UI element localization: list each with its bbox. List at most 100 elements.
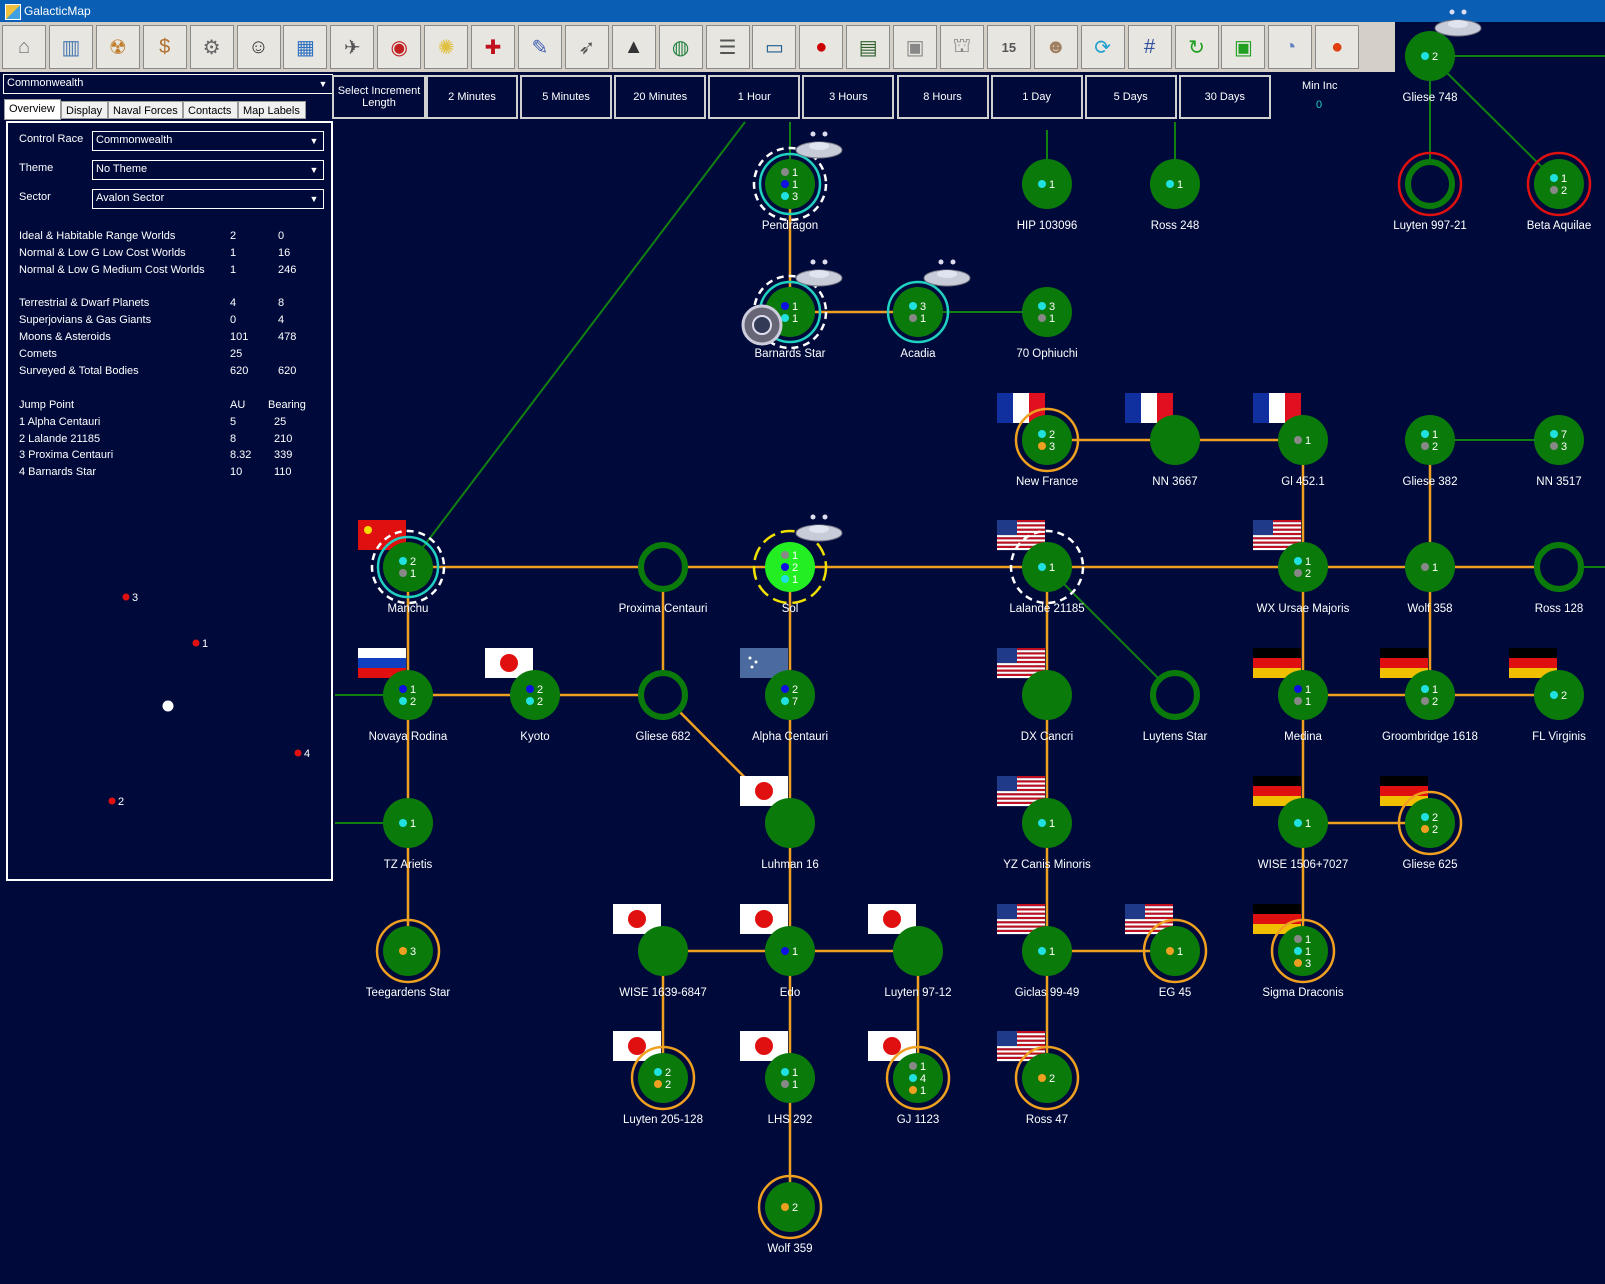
tab-naval-forces[interactable]: Naval Forces: [108, 101, 183, 119]
star-node[interactable]: [765, 926, 815, 976]
radar-button[interactable]: ◉: [377, 25, 422, 69]
jump-point-marker[interactable]: [294, 749, 302, 757]
star-node[interactable]: [765, 798, 815, 848]
fleet-ship-icon[interactable]: [795, 514, 843, 542]
star-node[interactable]: [1405, 415, 1455, 465]
star-node[interactable]: [893, 1053, 943, 1103]
star-node[interactable]: [1534, 159, 1584, 209]
star-node[interactable]: [1022, 287, 1072, 337]
star-node[interactable]: [638, 670, 688, 720]
globe-button[interactable]: ◍: [658, 25, 703, 69]
turret-button[interactable]: ▲: [611, 25, 656, 69]
star-node[interactable]: [1405, 542, 1455, 592]
star-node[interactable]: [1278, 670, 1328, 720]
star-system[interactable]: 1YZ Canis Minoris: [997, 776, 1091, 871]
star-node[interactable]: [1022, 415, 1072, 465]
red-button-button[interactable]: ●: [1315, 25, 1360, 69]
grid-button[interactable]: #: [1127, 25, 1172, 69]
star-node[interactable]: [1278, 926, 1328, 976]
increment-button-2-minutes[interactable]: 2 Minutes: [426, 75, 518, 119]
star-node[interactable]: [1022, 926, 1072, 976]
star-node[interactable]: [1022, 670, 1072, 720]
save-button[interactable]: ▣: [1221, 25, 1266, 69]
star-node[interactable]: [765, 1053, 815, 1103]
money-bag-button[interactable]: $: [142, 25, 187, 69]
tab-overview[interactable]: Overview: [4, 99, 61, 120]
star-node[interactable]: [383, 926, 433, 976]
solar-system-button[interactable]: ✺: [424, 25, 469, 69]
fleet-ship-icon[interactable]: [1434, 9, 1482, 37]
undo-button[interactable]: ↻: [1174, 25, 1219, 69]
star-system[interactable]: 1EG 45: [1125, 904, 1208, 999]
fleet-ship-icon[interactable]: [923, 259, 971, 287]
circuit-board-button[interactable]: ▤: [846, 25, 891, 69]
star-node[interactable]: [765, 1182, 815, 1232]
jump-point-marker[interactable]: [122, 593, 130, 601]
checklist-button[interactable]: ✎: [517, 25, 562, 69]
star-node[interactable]: [383, 798, 433, 848]
star-node[interactable]: [1150, 670, 1200, 720]
star-node[interactable]: [765, 670, 815, 720]
star-node[interactable]: [1150, 159, 1200, 209]
capitol-button[interactable]: ⛫: [940, 25, 984, 69]
star-node[interactable]: [1534, 415, 1584, 465]
increment-button-5-minutes[interactable]: 5 Minutes: [520, 75, 613, 119]
monitor-button[interactable]: ▭: [752, 25, 797, 69]
race-select[interactable]: Commonwealth ▼: [3, 74, 333, 94]
jump-gate-icon[interactable]: [741, 304, 783, 346]
star-system[interactable]: 2FL Virginis: [1509, 648, 1586, 743]
star-node[interactable]: [638, 926, 688, 976]
flag-uk-button[interactable]: ✚: [471, 25, 515, 69]
star-node[interactable]: [1534, 670, 1584, 720]
increment-button-3-hours[interactable]: 3 Hours: [802, 75, 895, 119]
star-node[interactable]: [893, 287, 943, 337]
increment-button-8-hours[interactable]: 8 Hours: [896, 75, 989, 119]
tab-contacts[interactable]: Contacts: [183, 101, 238, 119]
star-node[interactable]: [1278, 798, 1328, 848]
star-system[interactable]: 1Gl 452.1: [1253, 393, 1328, 488]
star-node[interactable]: [638, 1053, 688, 1103]
star-node[interactable]: [1405, 31, 1455, 81]
star-node[interactable]: [1278, 415, 1328, 465]
increment-button-5-days[interactable]: 5 Days: [1084, 75, 1177, 119]
increment-button-30-days[interactable]: 30 Days: [1178, 75, 1271, 119]
star-node[interactable]: [1405, 798, 1455, 848]
sector-select[interactable]: Avalon Sector ▼: [92, 189, 324, 209]
star-node[interactable]: [1022, 159, 1072, 209]
jump-point-marker[interactable]: [192, 639, 200, 647]
star-system[interactable]: Luyten 97-12: [868, 904, 952, 999]
commander-button[interactable]: ☺: [236, 25, 281, 69]
star-system[interactable]: DX Cancri: [997, 648, 1073, 743]
star-node[interactable]: [1534, 542, 1584, 592]
star-node[interactable]: [765, 542, 815, 592]
database-button[interactable]: ☰: [705, 25, 750, 69]
star-node[interactable]: [638, 542, 688, 592]
star-system[interactable]: 1TZ Arietis: [383, 798, 433, 871]
star-node[interactable]: [383, 670, 433, 720]
refresh-button[interactable]: ⟳: [1080, 25, 1125, 69]
star-system[interactable]: Luyten 997-21: [1393, 151, 1467, 232]
control-race-select[interactable]: Commonwealth ▼: [92, 131, 324, 151]
jump-point-marker[interactable]: [108, 797, 116, 805]
star-node[interactable]: [1022, 1053, 1072, 1103]
